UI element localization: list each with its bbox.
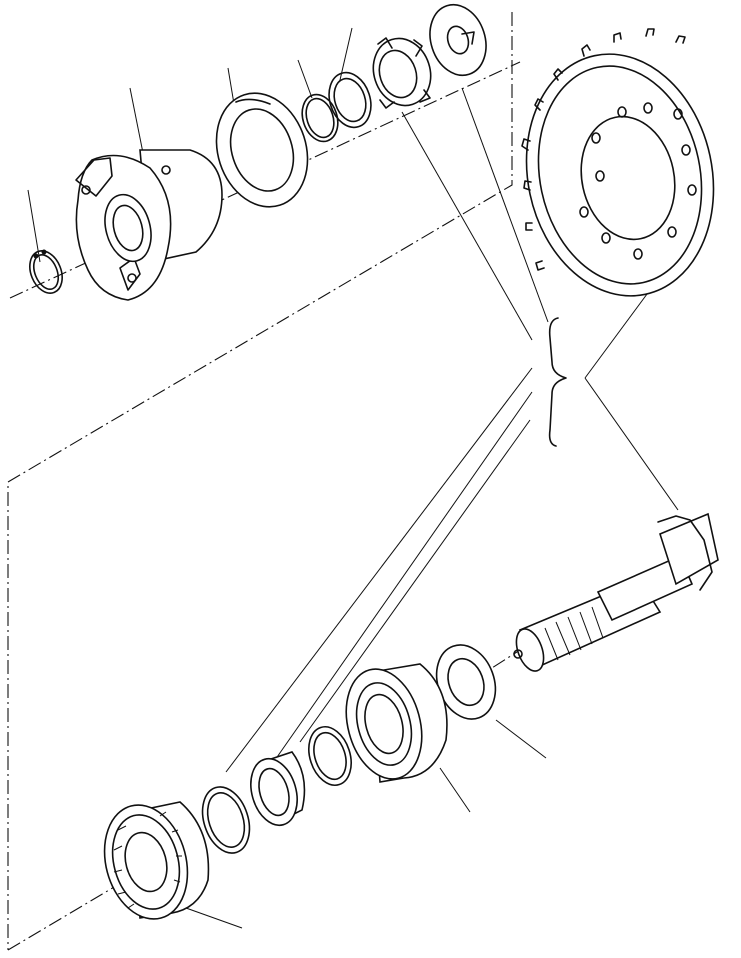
bearing-cup <box>250 751 306 827</box>
bearing-inner <box>345 663 448 783</box>
seal <box>215 92 309 208</box>
coupling-flange <box>75 149 223 301</box>
lock-nut <box>372 37 432 109</box>
snap-ring <box>29 249 63 294</box>
retainer-ring <box>201 786 251 854</box>
ring-gear <box>521 28 715 297</box>
pinion-shaft <box>513 512 719 672</box>
o-ring <box>301 93 339 143</box>
shim <box>328 71 372 129</box>
grouping-brace <box>548 317 567 447</box>
bearing-outer <box>103 801 210 920</box>
lock-washer <box>429 3 487 77</box>
shim-lower <box>308 726 352 786</box>
